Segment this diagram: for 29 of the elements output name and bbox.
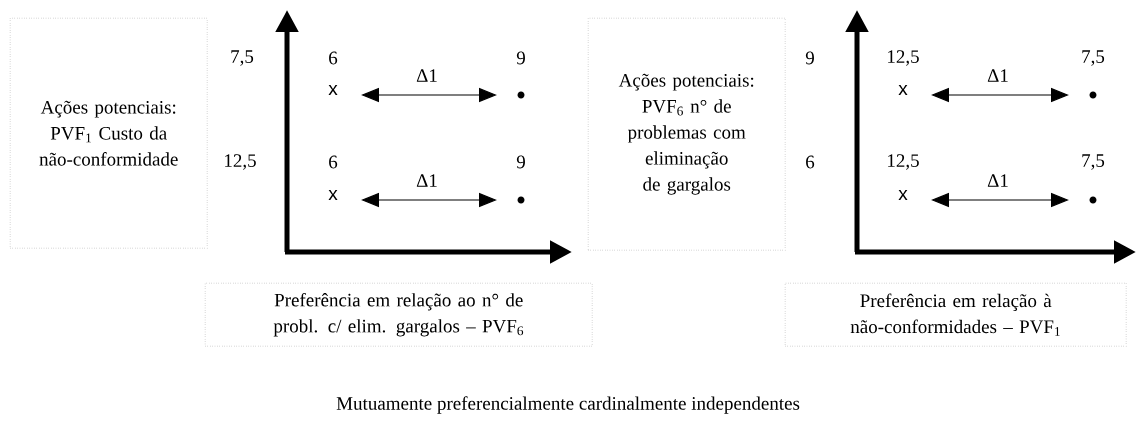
dot-mark [517, 196, 525, 204]
axis-value: 7,5 [231, 50, 254, 66]
dot-mark [517, 91, 525, 99]
axis-value: 6 [806, 155, 815, 169]
value-label: 6 [329, 51, 338, 65]
text-box: Ações potenciais: PVF$_{1}$ Custo da não-conformidade [10, 18, 208, 249]
value-label: 12,5 [888, 154, 919, 170]
caption: Mutuamente preferencialmente cardinalmente independentes [336, 396, 800, 414]
x-mark: x [328, 189, 338, 200]
axis-value: 9 [805, 51, 814, 65]
text-box: Ações potenciais: PVF$_{6}$ n° de problemas com eliminação de gargalos [588, 18, 786, 251]
dot-mark [1089, 196, 1097, 204]
text-box: Preferência em relação ao n° de probl. c/ elim. gargalos – PVF$_{6}$ [205, 283, 593, 347]
text-box: Preferência em relação à não-conformidades – PVF$_{1}$ [785, 283, 1127, 347]
value-label: 7,5 [1082, 50, 1105, 66]
value-label: 6 [329, 155, 338, 169]
x-mark: x [328, 85, 338, 95]
value-label: 9 [516, 155, 525, 169]
dot-mark [1089, 91, 1097, 99]
edge-label: Δ1 [416, 174, 437, 187]
edge-label: Δ1 [987, 174, 1008, 187]
edge-label: Δ1 [987, 69, 1008, 82]
axis-value: 12,5 [225, 154, 256, 170]
value-label: 7,5 [1082, 154, 1105, 170]
value-label: 12,5 [888, 50, 919, 66]
x-mark: x [898, 85, 908, 95]
x-mark: x [898, 189, 908, 200]
edge-label: Δ1 [416, 69, 437, 82]
value-label: 9 [516, 51, 525, 65]
